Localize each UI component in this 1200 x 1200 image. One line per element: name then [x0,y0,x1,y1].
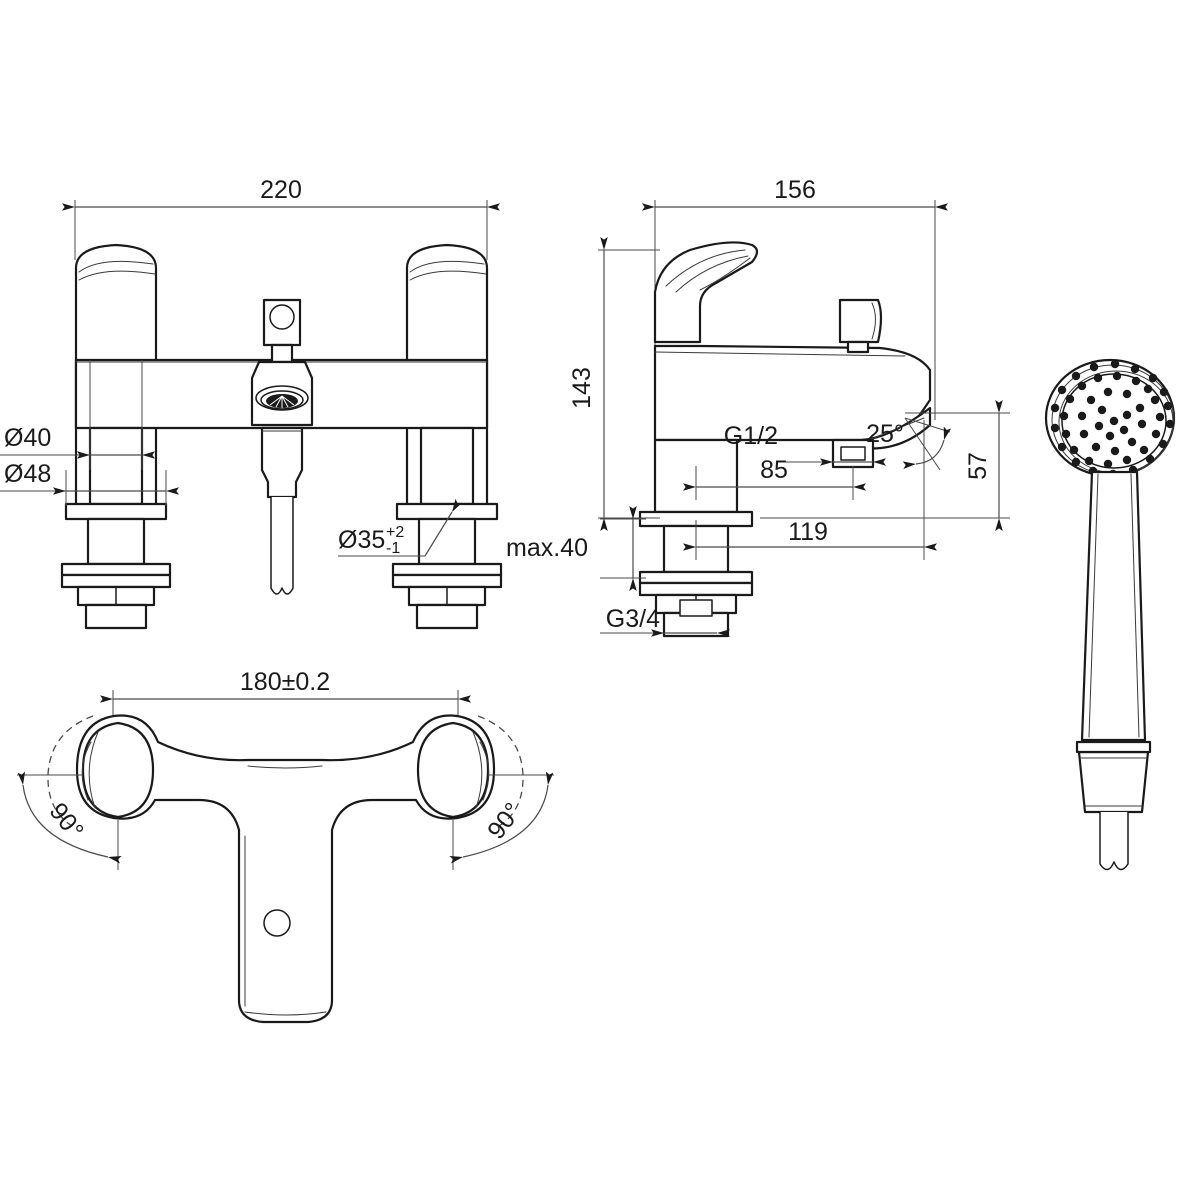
dimension-spout-outlet-height-57: 57 [760,400,1010,531]
dim-label-220: 220 [260,176,302,204]
dim-label-143: 143 [568,367,596,409]
front-right-pillar-base [391,426,503,630]
side-body-spout [653,344,932,450]
dim-label-d48: Ø48 [4,460,51,488]
dim-label-25deg: 25° [866,420,904,448]
dim-label-180: 180±0.2 [240,668,330,696]
front-spout-housing [250,360,314,427]
dimension-side-overall-height: 143 [568,237,660,531]
handshower-hose [1099,811,1129,871]
handshower-hose-connector [1075,740,1152,814]
front-left-pillar-base [60,426,172,630]
spray-nozzles [1050,359,1175,479]
dim-label-85: 85 [760,456,788,484]
dimension-hole-diameter-35: Ø35 +2 -1 [338,498,463,557]
dim-label-d35-upper-tolerance: +2 [386,524,404,541]
side-lever-handle [653,241,759,344]
dimension-119: 119 [683,420,937,560]
top-right-handle [416,721,490,819]
top-plan-view: 180±0.2 [17,668,554,1024]
dim-label-156: 156 [774,176,816,204]
dimension-85: 85 [683,456,866,500]
aerator-ribs [269,395,295,408]
dim-label-max40: max.40 [506,534,588,562]
front-shower-hose-connector [260,426,304,595]
dim-label-g34: G3/4 [606,605,660,633]
dimension-front-overall-width: 220 [62,176,500,260]
handshower-spray-face [1044,358,1176,479]
dim-label-57: 57 [964,452,992,480]
note-g12-thread: G1/2 [724,422,886,466]
handshower-handle [1080,470,1147,742]
side-elevation-view: 156 [506,176,1010,638]
top-left-handle [81,721,155,819]
dimension-hole-centres-180: 180±0.2 [100,668,471,740]
dim-label-d40: Ø40 [4,424,51,452]
dim-label-d35: Ø35 [338,526,385,554]
dim-label-d35-lower-tolerance: -1 [386,540,400,557]
front-elevation-view: 220 [0,176,503,630]
dimension-max-deck-thickness: max.40 [506,506,646,591]
dimension-base-diameter-48: Ø48 [0,460,179,506]
dim-label-119: 119 [788,518,828,546]
handshower-view [1044,358,1176,871]
top-aerator-outlet [263,909,291,937]
dimension-spout-angle-25: 25° [866,417,952,471]
note-g34-thread: G3/4 [600,605,730,637]
dim-label-g12: G1/2 [724,422,778,450]
side-diverter-knob [838,298,883,354]
dimension-handle-diameter-40: Ø40 [0,360,155,470]
